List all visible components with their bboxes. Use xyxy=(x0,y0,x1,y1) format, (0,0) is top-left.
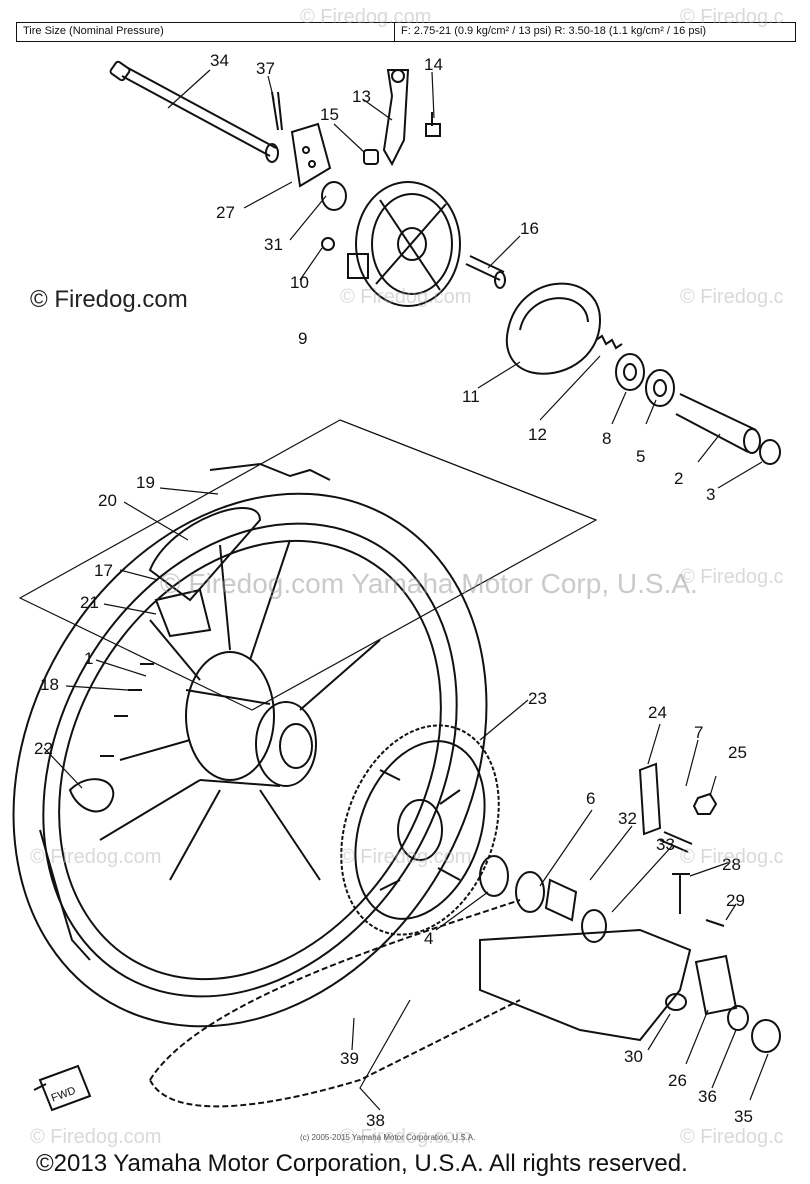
rear-axle-part xyxy=(109,60,279,163)
bearing-part-5 xyxy=(645,369,675,407)
camshaft-part xyxy=(465,255,505,281)
callout-25: 25 xyxy=(728,743,747,762)
watermark-top-right: © Firedog.c xyxy=(680,6,784,28)
spokes-part xyxy=(99,539,381,881)
callout-24: 24 xyxy=(648,703,667,722)
callout-labels: 34 37 14 13 15 27 31 16 10 9 11 12 8 5 2… xyxy=(34,51,753,1130)
watermark-right-1: © Firedog.c xyxy=(680,286,784,308)
brake-shoe-part xyxy=(505,282,602,375)
callout-14: 14 xyxy=(424,55,443,74)
adjust-bolt-part xyxy=(659,831,693,853)
pin-part xyxy=(672,873,690,914)
spacer-collar-part xyxy=(759,439,781,465)
watermark-left-3: © Firedog.com xyxy=(30,846,162,868)
callout-15: 15 xyxy=(320,105,339,124)
oil-seal-part xyxy=(581,909,607,943)
tire-tube-part xyxy=(148,507,262,602)
washer-30-part xyxy=(665,993,687,1011)
watermark-center-1: © Firedog.com xyxy=(340,286,472,308)
axle-nut-part xyxy=(751,1019,781,1053)
sprocket-collar-part xyxy=(544,878,578,922)
callout-2: 2 xyxy=(674,469,683,488)
rear-hub-part xyxy=(185,651,317,787)
bearing-part-6 xyxy=(515,871,545,913)
rear-wheel-part xyxy=(12,492,488,1028)
watermark-right-4: © Firedog.c xyxy=(680,1126,784,1148)
plate-bolt-part xyxy=(321,237,335,251)
callout-31: 31 xyxy=(264,235,283,254)
callout-30: 30 xyxy=(624,1047,643,1066)
tire-tread-part xyxy=(39,462,331,961)
callout-35: 35 xyxy=(734,1107,753,1126)
watermark-right-3: © Firedog.c xyxy=(680,846,784,868)
callout-23: 23 xyxy=(528,689,547,708)
callout-6: 6 xyxy=(586,789,595,808)
washer-36-part xyxy=(727,1005,749,1031)
watermark-center-4: © Firedog.com xyxy=(340,1126,472,1148)
callout-16: 16 xyxy=(520,219,539,238)
callout-36: 36 xyxy=(698,1087,717,1106)
chain-puller-part xyxy=(290,122,332,188)
spoke-bolts-part xyxy=(100,663,154,757)
shoe-spring-part xyxy=(595,334,623,350)
callout-1: 1 xyxy=(84,649,93,668)
callout-38: 38 xyxy=(366,1111,385,1130)
callout-7: 7 xyxy=(694,723,703,742)
callout-8: 8 xyxy=(602,429,611,448)
inner-tube-part xyxy=(68,778,115,813)
bolt-part xyxy=(425,112,441,137)
callout-4: 4 xyxy=(424,929,433,948)
tire-size-header: Tire Size (Nominal Pressure) F: 2.75-21 … xyxy=(16,22,796,42)
callout-17: 17 xyxy=(94,561,113,580)
adjuster-plate-part xyxy=(638,762,662,836)
callout-20: 20 xyxy=(98,491,117,510)
swingarm-part xyxy=(479,928,692,1042)
tire-spec: F: 2.75-21 (0.9 kg/cm² / 13 psi) R: 3.50… xyxy=(401,25,707,37)
callout-29: 29 xyxy=(726,891,745,910)
torque-arm-part xyxy=(382,69,410,167)
callout-37: 37 xyxy=(256,59,275,78)
callout-9: 9 xyxy=(298,329,307,348)
watermark-top-center: © Firedog.com xyxy=(300,6,432,28)
callout-26: 26 xyxy=(668,1071,687,1090)
callout-21: 21 xyxy=(80,593,99,612)
callout-22: 22 xyxy=(34,739,53,758)
callout-28: 28 xyxy=(722,855,741,874)
callout-5: 5 xyxy=(636,447,645,466)
collar-part xyxy=(321,181,347,211)
drive-chain-part xyxy=(149,899,521,1108)
callout-39: 39 xyxy=(340,1049,359,1068)
callout-27: 27 xyxy=(216,203,235,222)
callout-18: 18 xyxy=(40,675,59,694)
callout-19: 19 xyxy=(136,473,155,492)
nut-part xyxy=(363,149,379,165)
chain-puller-26-part xyxy=(694,954,738,1016)
tiny-copyright: (c) 2005-2015 Yamaha Motor Corporation, … xyxy=(300,1133,476,1142)
watermark-left-4: © Firedog.com xyxy=(30,1126,162,1148)
callout-13: 13 xyxy=(352,87,371,106)
watermark-right-2: © Firedog.c xyxy=(680,566,784,588)
callout-34: 34 xyxy=(210,51,229,70)
tire-size-label: Tire Size (Nominal Pressure) xyxy=(17,23,395,41)
firedog-copyright: © Firedog.com xyxy=(30,286,188,313)
callout-11: 11 xyxy=(462,387,480,406)
callout-10: 10 xyxy=(290,273,309,292)
callout-33: 33 xyxy=(656,835,675,854)
callout-3: 3 xyxy=(706,485,715,504)
watermark-center-3: © Firedog.com xyxy=(340,846,472,868)
bearing-part-8 xyxy=(615,353,645,391)
yamaha-watermark: © Firedog.com Yamaha Motor Corp, U.S.A. xyxy=(160,568,698,599)
brake-shoe-plate-part xyxy=(347,181,461,307)
callout-32: 32 xyxy=(618,809,637,828)
cotter-pin-29-part xyxy=(705,919,725,927)
bearing-part-4 xyxy=(479,855,509,897)
callout-12: 12 xyxy=(528,425,547,444)
rear-sprocket-part xyxy=(340,724,500,936)
footer-copyright: ©2013 Yamaha Motor Corporation, U.S.A. A… xyxy=(36,1150,688,1177)
forward-arrow-icon xyxy=(33,1064,92,1112)
rim-band-part xyxy=(154,588,212,638)
locknut-part xyxy=(692,792,718,815)
spacer-part xyxy=(675,393,757,453)
